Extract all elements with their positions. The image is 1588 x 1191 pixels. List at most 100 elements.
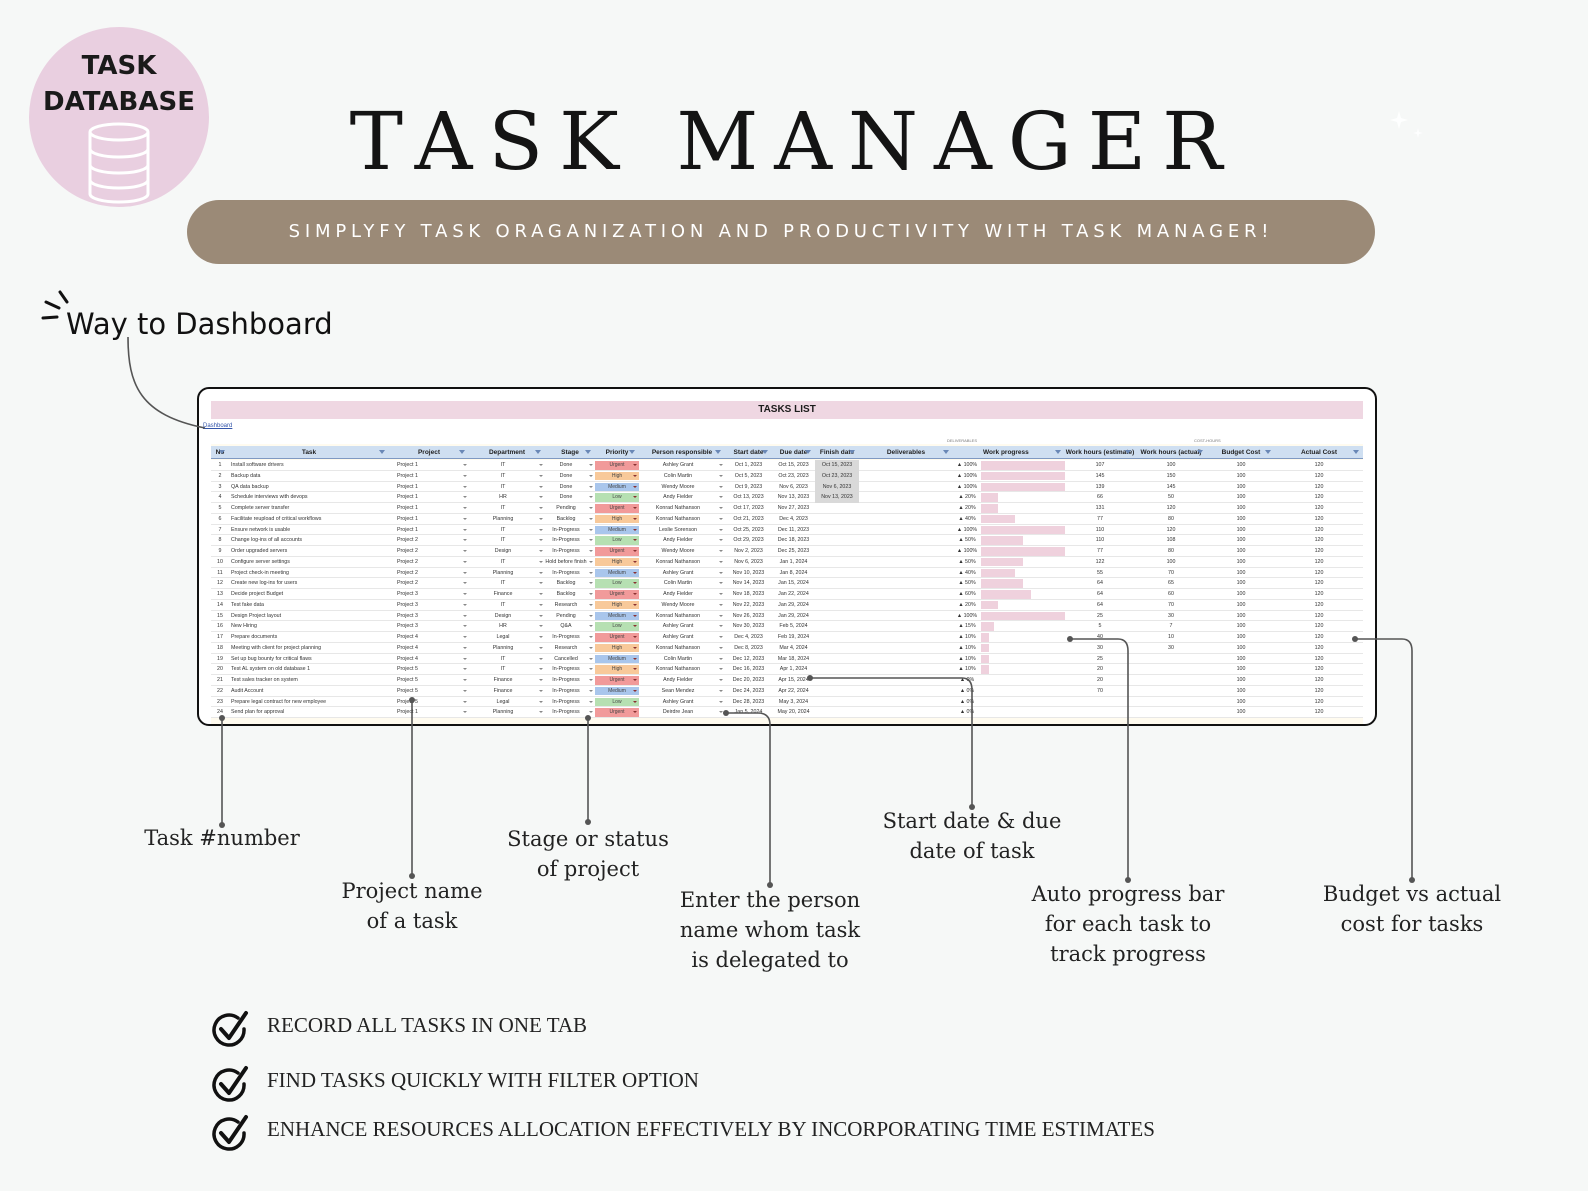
dropdown-arrow-icon[interactable] <box>463 689 467 692</box>
dropdown-arrow-icon[interactable] <box>719 474 723 477</box>
budget-cell[interactable]: 100 <box>1236 580 1246 587</box>
task-cell[interactable]: Install software drivers <box>231 462 284 468</box>
stage-cell[interactable]: Done <box>559 462 573 468</box>
budget-cell[interactable]: 100 <box>1236 537 1246 544</box>
start-cell[interactable]: Dec 24, 2023 <box>732 687 765 694</box>
no-cell[interactable]: 22 <box>217 687 223 694</box>
act-cell[interactable]: 120 <box>1166 505 1176 511</box>
dropdown-arrow-icon[interactable] <box>719 507 723 509</box>
est-cell[interactable]: 25 <box>1097 612 1103 619</box>
filter-icon[interactable] <box>805 450 811 454</box>
dropdown-arrow-icon[interactable] <box>463 560 467 563</box>
dept-cell[interactable]: IT <box>500 505 506 511</box>
project-cell[interactable]: Project 5 <box>397 698 418 705</box>
dropdown-arrow-icon[interactable] <box>719 593 723 595</box>
project-cell[interactable]: Project 5 <box>397 687 418 694</box>
est-cell[interactable]: 20 <box>1097 666 1103 673</box>
due-cell[interactable]: Jan 8, 2024 <box>779 569 808 576</box>
due-cell[interactable]: Jan 29, 2024 <box>778 612 809 619</box>
project-cell[interactable]: Project 2 <box>397 537 418 544</box>
due-cell[interactable]: Feb 5, 2024 <box>779 623 808 630</box>
person-cell[interactable]: Ashley Grant <box>662 462 694 468</box>
budget-cell[interactable]: 100 <box>1236 612 1246 619</box>
cost-cell[interactable]: 120 <box>1314 558 1324 565</box>
column-header[interactable]: Finish date <box>819 449 855 456</box>
cost-cell[interactable]: 120 <box>1314 505 1324 511</box>
est-cell[interactable]: 25 <box>1097 655 1103 662</box>
dropdown-arrow-icon[interactable] <box>463 593 467 595</box>
priority-badge[interactable]: Urgent <box>595 676 639 685</box>
dropdown-arrow-icon[interactable] <box>589 571 593 574</box>
project-cell[interactable]: Project 3 <box>397 591 418 597</box>
dropdown-arrow-icon[interactable] <box>463 582 467 585</box>
start-cell[interactable]: Dec 16, 2023 <box>732 666 765 673</box>
progress-cell[interactable]: ▲ 50% <box>953 535 981 546</box>
priority-badge[interactable]: High <box>595 665 639 674</box>
project-cell[interactable]: Project 4 <box>397 634 418 640</box>
dropdown-arrow-icon[interactable] <box>463 657 467 660</box>
priority-badge[interactable]: Urgent <box>595 504 639 513</box>
dept-cell[interactable]: Planning <box>492 515 514 522</box>
due-cell[interactable]: Apr 1, 2024 <box>779 666 808 673</box>
progress-cell[interactable]: ▲ 0% <box>953 697 981 708</box>
cost-cell[interactable]: 120 <box>1314 612 1324 619</box>
stage-cell[interactable]: Done <box>559 494 573 501</box>
budget-cell[interactable]: 100 <box>1236 644 1246 651</box>
start-cell[interactable]: Dec 4, 2023 <box>734 634 763 640</box>
task-cell[interactable]: Order upgraded servers <box>231 548 288 554</box>
est-cell[interactable]: 107 <box>1095 462 1105 468</box>
no-cell[interactable]: 12 <box>217 580 223 587</box>
finish-date-cell[interactable]: Oct 23, 2023 <box>815 470 859 482</box>
dropdown-arrow-icon[interactable] <box>633 668 637 671</box>
column-header[interactable]: Project <box>417 449 441 456</box>
filter-icon[interactable] <box>1353 450 1359 454</box>
no-cell[interactable]: 5 <box>218 505 222 511</box>
start-cell[interactable]: Dec 12, 2023 <box>732 655 765 662</box>
dropdown-arrow-icon[interactable] <box>589 614 593 617</box>
person-cell[interactable]: Konrad Nathanson <box>655 515 701 522</box>
dept-cell[interactable]: Planning <box>492 569 514 576</box>
person-cell[interactable]: Andy Fielder <box>663 677 693 683</box>
act-cell[interactable] <box>1135 675 1207 686</box>
budget-cell[interactable]: 100 <box>1236 515 1246 522</box>
start-cell[interactable]: Jan 5, 2024 <box>734 709 763 716</box>
est-cell[interactable]: 70 <box>1097 687 1103 694</box>
no-cell[interactable]: 18 <box>217 644 223 651</box>
start-cell[interactable]: Oct 13, 2023 <box>733 494 764 501</box>
dropdown-arrow-icon[interactable] <box>633 582 637 585</box>
dropdown-arrow-icon[interactable] <box>539 711 543 714</box>
progress-cell[interactable]: ▲ 60% <box>953 589 981 600</box>
dropdown-arrow-icon[interactable] <box>463 679 467 681</box>
task-cell[interactable]: Decide project Budget <box>231 591 284 597</box>
est-cell[interactable]: 66 <box>1097 494 1103 501</box>
progress-cell[interactable]: ▲ 15% <box>953 621 981 632</box>
stage-cell[interactable]: In-Progress <box>552 569 580 576</box>
due-cell[interactable]: Dec 25, 2023 <box>777 548 810 554</box>
filter-icon[interactable] <box>1197 450 1203 454</box>
stage-cell[interactable]: In-Progress <box>552 526 580 533</box>
dropdown-arrow-icon[interactable] <box>719 496 723 499</box>
budget-cell[interactable]: 100 <box>1236 634 1246 640</box>
act-cell[interactable]: 145 <box>1166 483 1176 490</box>
person-cell[interactable]: Leslie Sorenson <box>659 526 697 533</box>
dropdown-arrow-icon[interactable] <box>633 485 637 488</box>
dept-cell[interactable]: IT <box>500 580 506 587</box>
project-cell[interactable]: Project 4 <box>397 655 418 662</box>
due-cell[interactable]: Dec 11, 2023 <box>777 526 810 533</box>
task-cell[interactable]: Set up bug bounty for critical flaws <box>231 655 312 662</box>
budget-cell[interactable]: 100 <box>1236 687 1246 694</box>
priority-badge[interactable]: Medium <box>595 686 639 696</box>
person-cell[interactable]: Ashley Grant <box>662 623 694 630</box>
budget-cell[interactable]: 100 <box>1236 677 1246 683</box>
person-cell[interactable]: Deirdre Jean <box>662 709 694 716</box>
cost-cell[interactable]: 120 <box>1314 623 1324 630</box>
est-cell[interactable]: 110 <box>1095 537 1105 544</box>
no-cell[interactable]: 20 <box>217 666 223 673</box>
no-cell[interactable]: 24 <box>217 709 223 716</box>
dropdown-arrow-icon[interactable] <box>539 668 543 671</box>
progress-cell[interactable]: ▲ 10% <box>953 664 981 675</box>
start-cell[interactable]: Oct 9, 2023 <box>734 483 763 490</box>
